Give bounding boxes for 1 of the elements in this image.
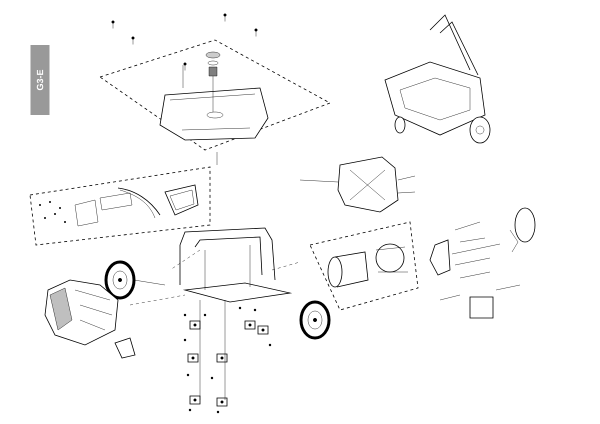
section-tab: G3-E — [30, 45, 50, 115]
